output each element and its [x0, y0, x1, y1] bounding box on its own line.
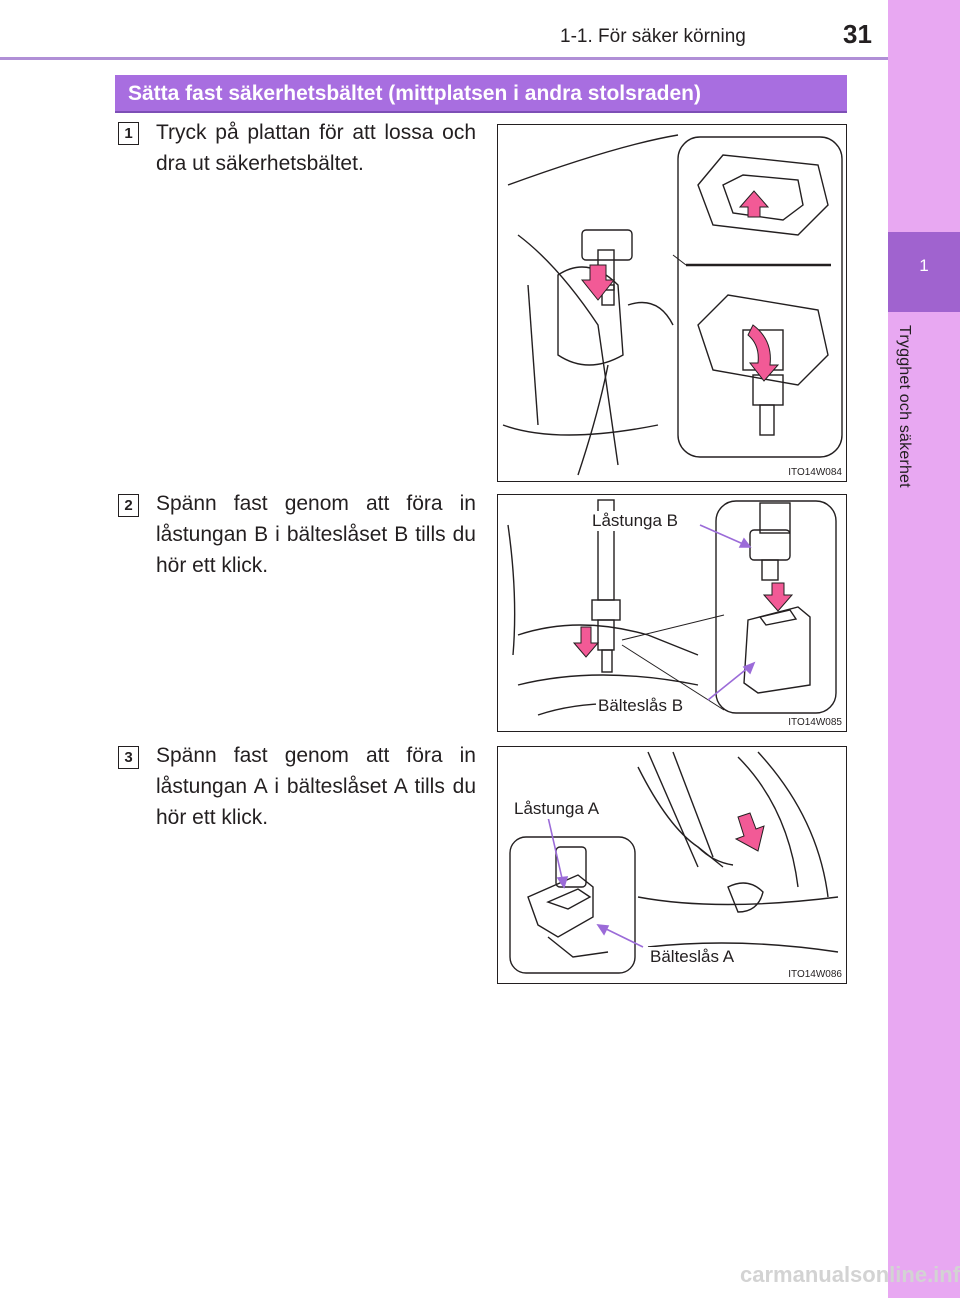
figure-code-3: ITO14W086 — [788, 969, 842, 980]
header-rule — [0, 57, 888, 60]
label-balteslas-a: Bälteslås A — [648, 947, 737, 967]
section-title: Sätta fast säkerhetsbältet (mittplatsen … — [128, 82, 701, 105]
watermark: carmanualsonline.info — [740, 1262, 960, 1287]
step-number-1: 1 — [118, 122, 139, 145]
page-number: 31 — [843, 19, 872, 49]
buckle-a-illustration — [509, 751, 839, 974]
chapter-tab-title: Trygghet och säkerhet — [896, 325, 913, 488]
seatbelt-release-illustration — [502, 134, 843, 476]
figure-step-3: Låstunga A Bälteslås A ITO14W086 — [497, 746, 847, 984]
chapter-tab-number: 1 — [919, 256, 929, 275]
label-lastunga-b: Låstunga B — [590, 511, 681, 531]
step-text-2: Spänn fast genom att föra in låstungan B… — [156, 492, 476, 577]
section-bar — [115, 75, 847, 113]
label-lastunga-a: Låstunga A — [512, 799, 602, 819]
step-number-2: 2 — [118, 494, 139, 517]
side-tab — [888, 0, 960, 1298]
step-text-1: Tryck på plattan för att lossa och dra u… — [156, 121, 476, 175]
figure-step-1: ITO14W084 — [497, 124, 847, 482]
figure-code-1: ITO14W084 — [788, 467, 842, 478]
label-balteslas-b: Bälteslås B — [596, 696, 686, 716]
figure-code-2: ITO14W085 — [788, 717, 842, 728]
step-number-3: 3 — [118, 746, 139, 769]
figure-step-2: Låstunga B Bälteslås B ITO14W085 — [497, 494, 847, 732]
chapter-title: 1-1. För säker körning — [560, 26, 746, 47]
step-text-3: Spänn fast genom att föra in låstungan A… — [156, 744, 476, 829]
chapter-tab-box[interactable] — [888, 232, 960, 312]
